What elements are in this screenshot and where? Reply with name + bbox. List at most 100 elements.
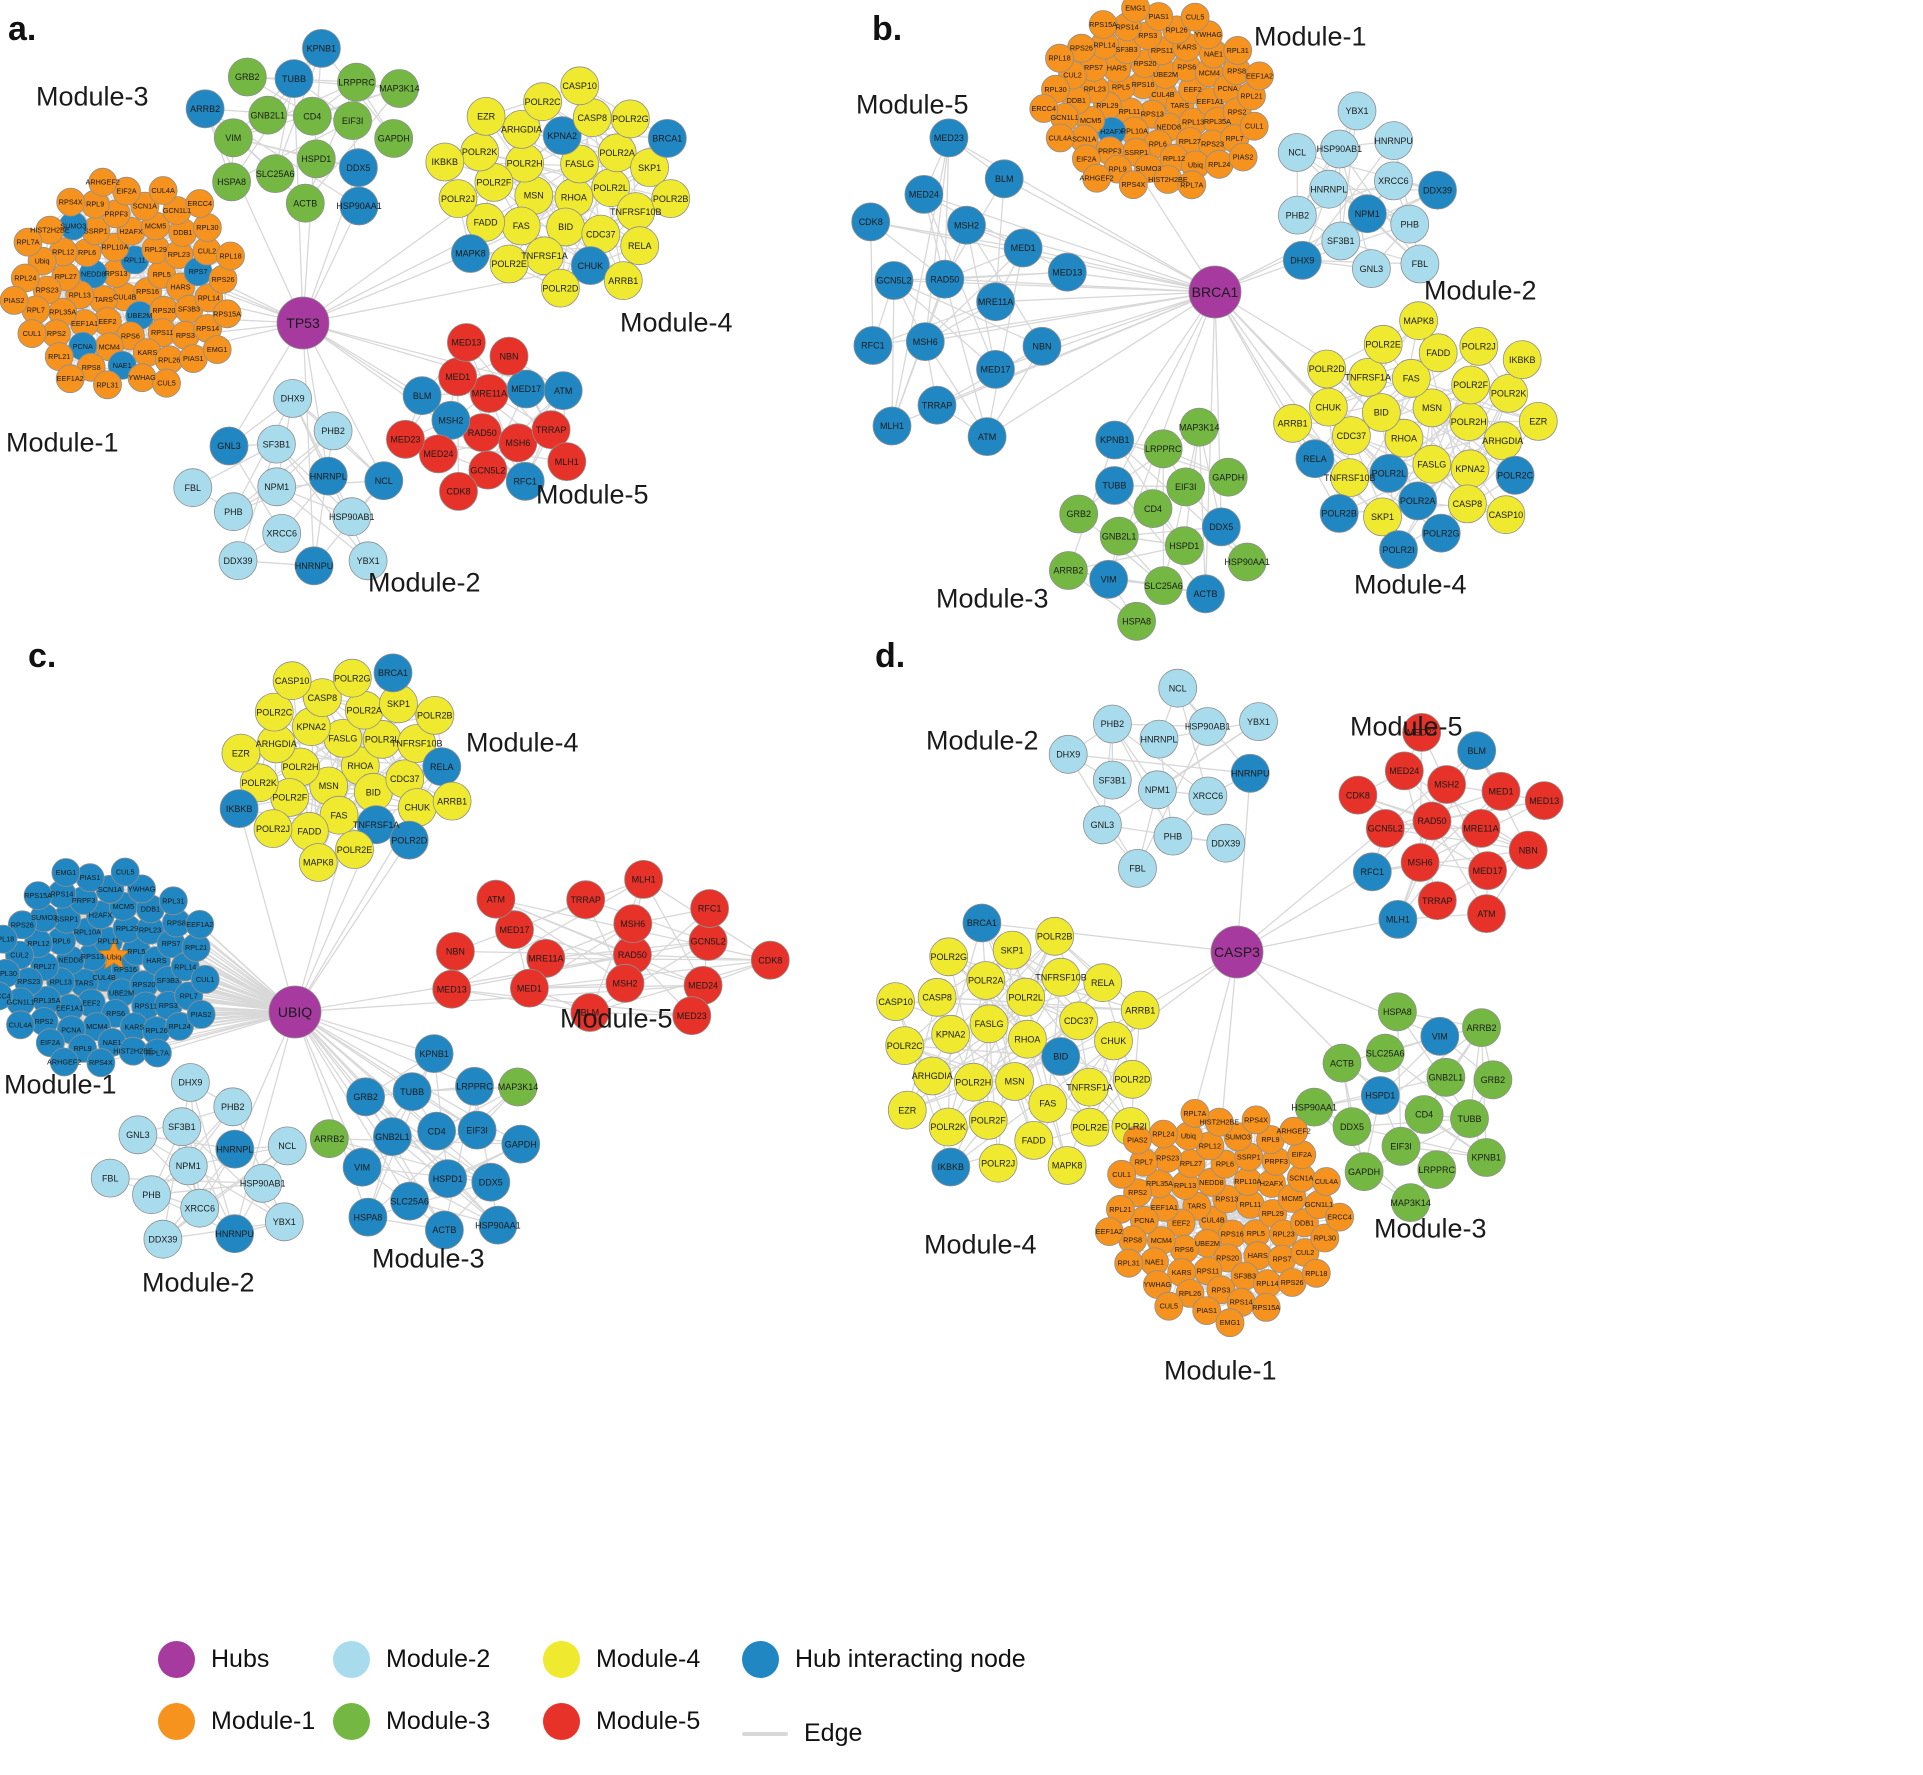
node-label: PHB (224, 507, 243, 517)
node-label: SF3B1 (1327, 236, 1355, 246)
node-label: RPL5 (127, 947, 145, 956)
node-POLR2J (1459, 326, 1499, 366)
node-label: SLC25A6 (390, 1196, 429, 1206)
node-MLH1 (872, 406, 912, 446)
node-label: RPS2 (1228, 107, 1247, 116)
node-MED1 (1481, 771, 1521, 811)
node-label: GCN5L2 (876, 276, 911, 286)
node-label: RPL26 (158, 355, 180, 364)
hub-node-BRCA1 (1188, 265, 1242, 319)
node-label: MSH6 (1408, 858, 1433, 868)
edge (1089, 1009, 1141, 1128)
node-label: TUBB (1102, 481, 1126, 491)
edge (529, 959, 771, 989)
edge (162, 1145, 288, 1240)
node-label: SF3B3 (157, 976, 179, 985)
node-label: ACTB (293, 198, 317, 208)
node-label: PCNA (61, 1025, 81, 1034)
node-POLR2D (1307, 349, 1347, 389)
edge (1236, 918, 1399, 953)
node-label: MCM4 (1199, 68, 1220, 77)
node-label: TUBB (400, 1087, 424, 1097)
node-label: TUBB (282, 74, 306, 84)
edge (1068, 569, 1206, 595)
node-label: CHUK (1316, 402, 1342, 412)
node-label: NBN (499, 351, 518, 361)
edge (302, 322, 385, 481)
node-label: BRCA1 (652, 134, 682, 144)
node-CASP8 (917, 977, 957, 1017)
node-label: HARS (1107, 64, 1127, 73)
node-label: RPL31 (1227, 46, 1249, 55)
node-label: RAD50 (930, 274, 959, 284)
node-SKP1 (992, 930, 1032, 970)
node-label: RELA (1303, 454, 1327, 464)
node-label: GNL3 (1091, 820, 1115, 830)
node-POLR2E (489, 244, 529, 284)
node-CDK8 (439, 471, 478, 511)
node-label: HSP90AB1 (240, 1178, 286, 1188)
node-label: HNRNPU (1231, 768, 1270, 778)
node-label: GCN5L2 (691, 937, 726, 947)
node-POLR2L (1369, 453, 1409, 493)
node-label: SF3B1 (1099, 775, 1127, 785)
edge (1022, 247, 1216, 293)
node-CUL5 (1154, 1291, 1184, 1321)
node-label: RPL12 (52, 247, 74, 256)
node-POLR2J (978, 1143, 1018, 1183)
node-TRRAP (917, 385, 957, 425)
module-label-module-1: Module-1 (6, 427, 119, 457)
node-label: POLR2F (971, 1116, 1007, 1126)
node-MAPK8 (298, 843, 338, 882)
node-label: MED24 (909, 190, 939, 200)
node-label: EIF3I (1175, 482, 1197, 492)
node-FADD (1418, 333, 1458, 373)
node-label: PRPF3 (1264, 1157, 1287, 1166)
node-label: POLR2H (507, 158, 543, 168)
node-CUL1 (190, 965, 220, 994)
node-label: Ubiq (1181, 1132, 1196, 1141)
node-NCL (1158, 668, 1198, 708)
module-label-module-3: Module-3 (372, 1243, 485, 1273)
node-label: HIST2H2BE (30, 226, 70, 235)
node-MED13 (432, 969, 472, 1009)
node-label: ARHGEF2 (1277, 1127, 1311, 1136)
node-HSP90AA1 (339, 186, 379, 226)
node-POLR2K (1489, 373, 1529, 413)
node-PIAS2 (0, 286, 29, 315)
node-label: DDB1 (173, 228, 192, 237)
node-label: DDB1 (1295, 1218, 1314, 1227)
node-label: EIF2A (116, 187, 136, 196)
edge (1068, 753, 1251, 774)
node-FBL (1400, 244, 1440, 284)
node-label: HSPA8 (1122, 616, 1151, 626)
node-SF3B1 (1092, 760, 1132, 800)
node-NPM1 (257, 467, 297, 507)
node-label: NCL (375, 476, 393, 486)
node-CUL4A (148, 176, 178, 205)
node-CUL5 (152, 368, 181, 398)
node-PHB (132, 1175, 171, 1215)
node-DDX39 (1418, 170, 1457, 210)
node-MSH2 (605, 963, 645, 1003)
node-RPL7A (1177, 170, 1207, 200)
node-label: CUL1 (1245, 122, 1264, 131)
edge (294, 839, 410, 1013)
node-MRE11A (526, 939, 566, 978)
node-GCN5L2 (468, 450, 508, 490)
node-DHX9 (170, 1063, 210, 1102)
node-EMG1 (1121, 0, 1150, 23)
node-CUL1 (1239, 111, 1269, 141)
node-label: VIM (354, 1162, 370, 1172)
node-label: NPM1 (1145, 785, 1170, 795)
edge (1041, 291, 1216, 347)
node-CUL1 (1107, 1159, 1136, 1189)
node-label: POLR2A (347, 705, 383, 715)
node-label: HSPA8 (353, 1212, 382, 1222)
node-RPS4X (1118, 170, 1148, 200)
node-BID (1361, 393, 1401, 432)
node-label: GRB2 (1066, 509, 1091, 519)
node-label: RPL13 (69, 290, 91, 299)
node-label: RPL10A (1234, 1177, 1261, 1186)
node-label: RPL29 (145, 245, 167, 254)
